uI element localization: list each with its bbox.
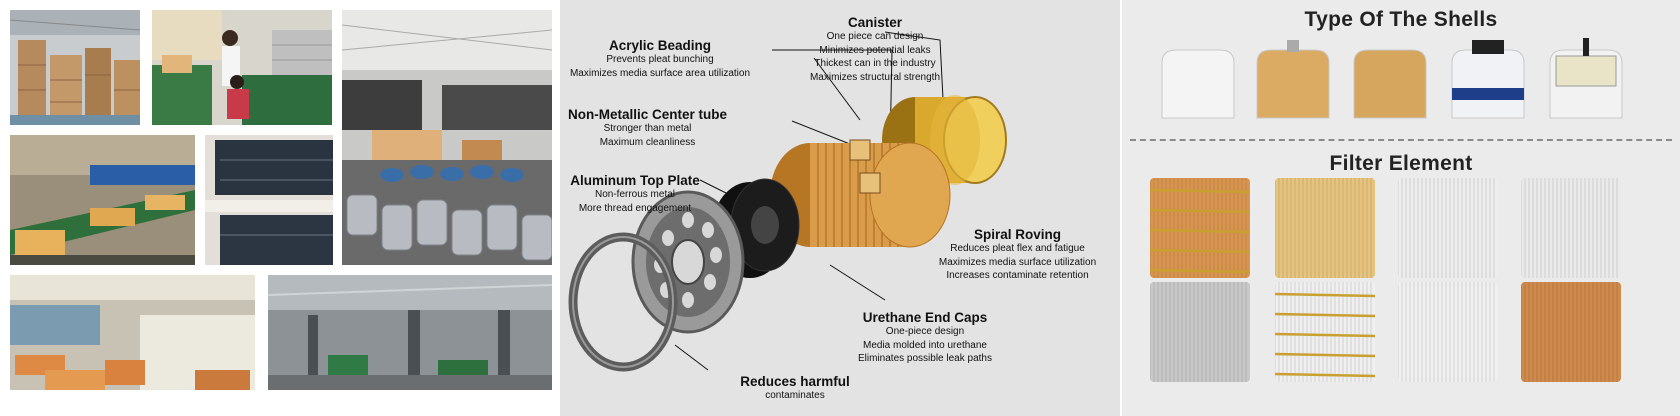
packed-filters-shelf-photo [205,135,333,265]
workshop-hall-photo [268,275,552,390]
assembly-workers-photo [152,10,332,125]
acrylic-beading-line: Maximizes media surface area utilization [569,67,751,79]
top-plate-title: Aluminum Top Plate [570,173,700,188]
end-caps-line: One-piece design [885,326,965,337]
spiral-roving-line: Maximizes media surface utilization [938,256,1097,268]
end-caps-label: Urethane End Caps One-piece design Media… [850,310,1000,366]
section-divider [1130,139,1672,141]
acrylic-beading-label: Acrylic Beading Prevents pleat bunching … [560,38,760,80]
filter-element-6 [1275,282,1375,382]
acrylic-beading-title: Acrylic Beading [608,38,712,53]
reduces-harmful-line: contaminates [765,390,825,401]
shells-title: Type Of The Shells [1304,8,1498,31]
center-tube-title: Non-Metallic Center tube [567,107,727,122]
filter-element-7 [1398,282,1498,382]
filter-element-4 [1521,178,1621,278]
spiral-roving-line: Increases contaminate retention [946,270,1089,281]
factory-photo-collage [0,0,557,416]
canister-line: Thickest can in the industry [814,58,936,69]
reduces-harmful-title: Reduces harmful [740,374,850,389]
top-plate-label: Aluminum Top Plate Non-ferrous metal Mor… [565,173,705,215]
canister-line: Minimizes potential leaks [819,44,931,56]
reduces-harmful-label: Reduces harmful contaminates [730,374,860,403]
filter-element-1 [1150,178,1250,278]
canister-line: One piece can design [826,31,924,42]
center-tube-label: Non-Metallic Center tube Stronger than m… [565,107,730,149]
shell-types-row [1161,38,1623,119]
center-tube-line: Maximum cleanliness [599,136,696,148]
shell-type-2 [1256,40,1330,119]
canister-label: Canister One piece can design Minimizes … [800,15,950,84]
top-plate-line: Non-ferrous metal [594,189,676,200]
product-types-panel: Type Of The Shells Filter Element [1122,0,1680,416]
canister-title: Canister [847,15,903,30]
filter-element-3 [1398,178,1498,278]
metal-canisters-photo [342,160,552,265]
end-caps-line: Media molded into urethane [863,339,987,351]
filter-exploded-diagram: Canister One piece can design Minimizes … [560,0,1120,416]
shell-type-4 [1451,40,1525,119]
spiral-roving-line: Reduces pleat flex and fatigue [950,243,1085,254]
exploded-filter-illustration [568,31,1007,372]
center-tube-line: Stronger than metal [603,123,692,134]
warehouse-boxes-photo [10,10,140,125]
spiral-roving-title: Spiral Roving [973,227,1061,242]
filter-element-5 [1150,282,1250,382]
canister-line: Maximizes structural strength [809,71,941,83]
shell-type-1 [1161,49,1235,119]
top-plate-line: More thread engagement [578,202,692,214]
filter-element-8 [1521,282,1621,382]
factory-floor-photo [10,275,255,390]
shell-type-3 [1353,49,1427,119]
end-caps-title: Urethane End Caps [862,310,988,325]
filter-element-2 [1275,178,1375,278]
acrylic-beading-line: Prevents pleat bunching [606,54,714,65]
end-caps-line: Eliminates possible leak paths [858,353,992,364]
conveyor-photo [10,135,195,265]
spiral-roving-label: Spiral Roving Reduces pleat flex and fat… [930,227,1105,283]
shell-type-5 [1549,38,1623,119]
element-title: Filter Element [1329,152,1473,175]
